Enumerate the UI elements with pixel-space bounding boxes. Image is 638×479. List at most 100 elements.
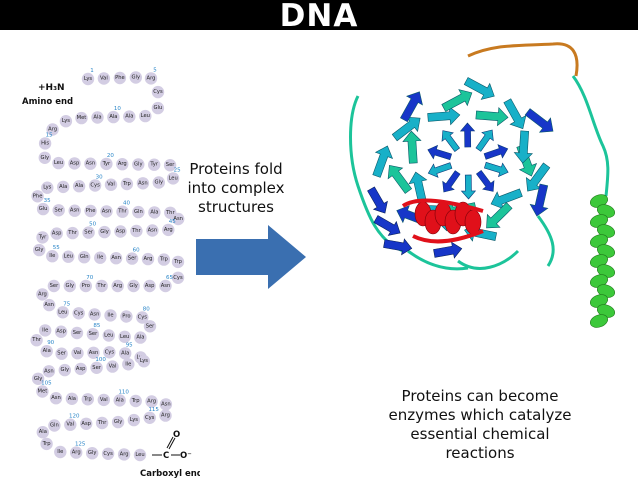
beta-strand-inner <box>459 122 476 148</box>
residue-label: Val <box>100 76 108 82</box>
residue-bead <box>111 415 125 429</box>
residue-bead <box>171 271 185 284</box>
residue-label: Gly <box>134 162 143 168</box>
residue-bead <box>166 172 180 185</box>
residue-bead <box>54 325 68 338</box>
residue-bead <box>159 398 173 411</box>
residue-label: Gly <box>100 229 109 235</box>
residue-label: Ile <box>125 361 131 367</box>
residue-bead <box>157 253 171 266</box>
residue-bead <box>48 419 61 432</box>
residue-bead <box>145 395 158 408</box>
residue-label: Ser <box>128 256 137 262</box>
residue-label: Ile <box>49 253 55 259</box>
red-helix-strand <box>401 198 484 213</box>
coil-loop <box>457 249 520 270</box>
residue-bead <box>113 394 126 407</box>
residue-bead <box>129 394 142 408</box>
position-number: 95 <box>126 342 133 348</box>
residue-label: Cys <box>153 89 163 95</box>
position-number: 15 <box>46 132 53 138</box>
residue-bead <box>84 204 97 218</box>
residue-label: Asn <box>86 161 96 167</box>
position-number: 45 <box>169 219 176 225</box>
residue-label: Val <box>109 364 117 370</box>
residue-bead <box>75 111 88 125</box>
residue-bead <box>36 385 49 398</box>
residue-bead <box>123 110 136 123</box>
folded-protein-ribbon <box>349 42 616 328</box>
residue-bead <box>86 447 99 460</box>
green-helix-turn <box>589 314 609 328</box>
coil-loop <box>536 215 555 267</box>
residue-bead <box>133 448 147 462</box>
residue-bead <box>144 72 158 85</box>
residue-bead <box>95 416 109 430</box>
residue-label: Val <box>107 182 115 188</box>
residue-label: Lys <box>130 417 138 423</box>
carboxyl-end-label: Carboxyl end <box>140 469 200 479</box>
position-number: 70 <box>86 275 93 281</box>
beta-strand-inner <box>483 161 509 178</box>
coil-loop <box>349 95 404 253</box>
residue-bead <box>151 85 165 99</box>
residue-label: Leu <box>54 160 63 166</box>
residue-label: His <box>41 140 49 146</box>
residue-bead <box>172 212 185 226</box>
residue-label: Ser <box>89 331 98 337</box>
residue-label: Asp <box>70 160 80 166</box>
position-number: 40 <box>123 201 130 207</box>
residue-label: Thr <box>117 209 127 215</box>
residue-bead <box>171 255 185 269</box>
residue-bead <box>104 309 117 322</box>
residue-label: Ser <box>50 283 59 289</box>
residue-bead <box>98 225 111 239</box>
residue-label: Cys <box>74 310 84 316</box>
residue-bead <box>64 418 77 431</box>
residue-bead <box>97 393 111 407</box>
residue-bead <box>31 190 44 203</box>
residue-label: Leu <box>58 309 67 315</box>
residue-bead <box>88 308 101 321</box>
beta-strand <box>524 108 554 133</box>
enzyme-caption-line: Proteins can become <box>401 387 559 405</box>
residue-label: Trp <box>131 398 141 404</box>
residue-label: Thr <box>67 230 77 236</box>
residue-bead <box>132 158 145 171</box>
fold-caption-line: Proteins fold <box>189 160 283 178</box>
residue-label: Ser <box>54 207 63 213</box>
residue-label: Gly <box>88 450 97 456</box>
position-number: 20 <box>107 153 114 159</box>
residue-label: Ser <box>57 351 66 357</box>
residue-label: Ala <box>43 348 51 354</box>
residue-label: Trp <box>122 181 132 187</box>
residue-label: Gln <box>134 209 143 215</box>
carboxyl-double-bond-a <box>166 436 174 449</box>
residue-bead <box>107 110 120 124</box>
residue-bead <box>152 176 165 189</box>
beta-strand-inner <box>442 170 461 193</box>
residue-label: Thr <box>131 228 141 234</box>
beta-strand-inner <box>475 129 494 152</box>
fold-caption-line: structures <box>198 198 274 216</box>
position-number: 100 <box>95 357 106 363</box>
residue-label: Ser <box>146 323 155 329</box>
beta-strand-inner <box>483 144 509 160</box>
position-number: 55 <box>53 245 60 251</box>
beta-strand <box>529 183 549 217</box>
position-number: 105 <box>41 381 52 387</box>
residue-label: Arg <box>48 127 57 133</box>
residue-bead <box>46 123 59 136</box>
residue-bead <box>36 202 50 216</box>
residue-bead <box>41 181 54 194</box>
residue-label: Gly <box>114 419 123 425</box>
blue-strand <box>373 215 401 236</box>
enzyme-caption-line: enzymes which catalyze <box>388 406 572 424</box>
residue-bead <box>80 417 93 430</box>
residue-label: Tyr <box>38 234 47 240</box>
residue-bead <box>49 392 63 405</box>
residue-label: Ala <box>121 350 129 356</box>
residue-label: Cys <box>105 349 115 355</box>
carboxyl-oxygen-minus: O⁻ <box>180 451 192 461</box>
